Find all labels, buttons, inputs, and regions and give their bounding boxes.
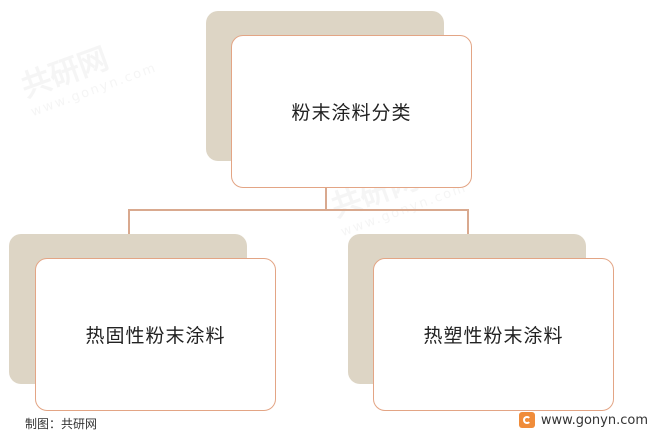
- child-node-thermoplastic: 热塑性粉末涂料: [373, 258, 614, 411]
- child-node-label: 热固性粉末涂料: [85, 325, 226, 347]
- child-node-thermoset: 热固性粉末涂料: [35, 258, 276, 411]
- watermark-sub: www.gonyn.com: [28, 60, 160, 120]
- root-node-label: 粉末涂料分类: [291, 102, 412, 124]
- watermark: 共研网 www.gonyn.com: [14, 19, 160, 120]
- watermark-text: 共研网: [16, 41, 114, 105]
- gonyn-logo-icon: [518, 412, 535, 428]
- website-label: www.gonyn.com: [540, 412, 648, 428]
- connector-root-stem: [325, 188, 327, 210]
- source-label: 制图：共研网: [25, 417, 98, 431]
- connector-right-drop: [467, 209, 469, 235]
- root-node: 粉末涂料分类: [231, 35, 472, 188]
- connector-left-drop: [128, 209, 130, 235]
- child-node-label: 热塑性粉末涂料: [423, 325, 564, 347]
- connector-horizontal: [128, 209, 468, 211]
- footer-website: www.gonyn.com: [518, 412, 648, 428]
